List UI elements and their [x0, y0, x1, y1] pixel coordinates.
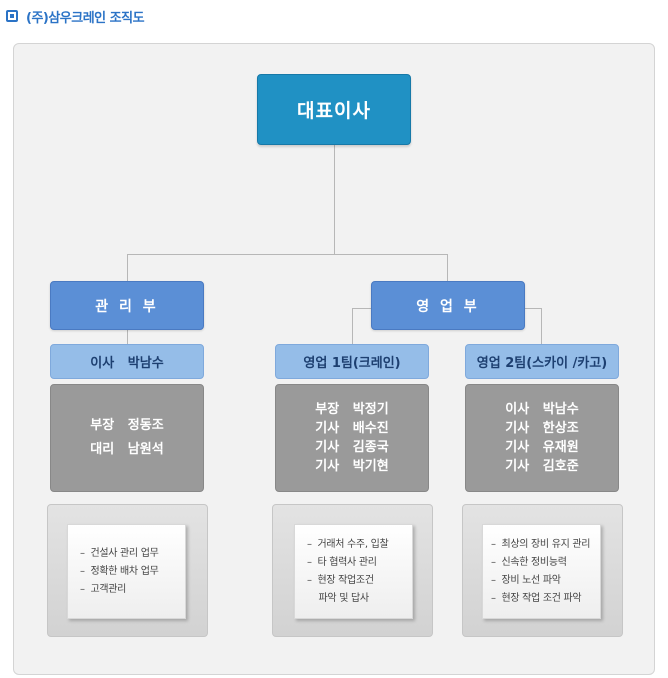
connector-ceo-down	[334, 145, 335, 254]
duty-item: – 신속한 정비능력	[491, 556, 567, 568]
staff-member: 부장 정동조	[90, 418, 164, 433]
sales-team2-head-box: 영업 2팀(스카이 /카고)	[465, 344, 619, 379]
staff-member: 기사 김호준	[505, 459, 579, 474]
connector-admin-down	[127, 254, 128, 281]
ceo-box: 대표이사	[257, 74, 411, 145]
staff-member: 기사 유재원	[505, 440, 579, 455]
page-title: (주)삼우크레인 조직도	[26, 10, 145, 26]
duty-item: – 거래처 수주, 입찰	[307, 538, 389, 550]
sales-team2-duty-card: – 최상의 장비 유지 관리 – 신속한 정비능력 – 장비 노선 파악 – 현…	[482, 524, 601, 619]
admin-duty-card: – 건설사 관리 업무 – 정확한 배차 업무 – 고객관리	[67, 524, 186, 619]
staff-member: 대리 남원석	[90, 442, 164, 457]
connector-top-horizontal	[127, 254, 448, 255]
staff-member: 부장 박정기	[315, 402, 389, 417]
duty-item: – 현장 작업 조건 파악	[491, 592, 582, 604]
sales-team2-staff-box: 이사 박남수 기사 한상조 기사 유재원 기사 김호준	[465, 384, 619, 492]
duty-item: – 타 협력사 관리	[307, 556, 377, 568]
checkbox-square-icon	[6, 10, 18, 22]
duty-item: – 건설사 관리 업무	[80, 547, 159, 559]
connector-admin-head	[127, 330, 128, 344]
sales-team1-head-box: 영업 1팀(크레인)	[275, 344, 429, 379]
sales-team1-duty-card: – 거래처 수주, 입찰 – 타 협력사 관리 – 현장 작업조건 파악 및 답…	[294, 524, 413, 619]
sales-team1-staff-box: 부장 박정기 기사 배수진 기사 김종국 기사 박기현	[275, 384, 429, 492]
connector-team2-down	[541, 308, 542, 344]
connector-team1-down	[352, 308, 353, 344]
staff-member: 기사 한상조	[505, 421, 579, 436]
staff-member: 기사 박기현	[315, 459, 389, 474]
dept-sales-box: 영 업 부	[371, 281, 525, 330]
duty-item: – 고객관리	[80, 583, 127, 595]
staff-member: 기사 김종국	[315, 440, 389, 455]
page-header: (주)삼우크레인 조직도	[6, 6, 145, 26]
staff-member: 이사 박남수	[505, 402, 579, 417]
duty-item: – 최상의 장비 유지 관리	[491, 538, 591, 550]
duty-item: 파악 및 답사	[307, 592, 370, 604]
duty-item: – 정확한 배차 업무	[80, 565, 159, 577]
staff-member: 기사 배수진	[315, 421, 389, 436]
duty-item: – 장비 노선 파악	[491, 574, 561, 586]
admin-head-box: 이사 박남수	[50, 344, 204, 379]
dept-admin-box: 관 리 부	[50, 281, 204, 330]
duty-item: – 현장 작업조건	[307, 574, 374, 586]
admin-staff-box: 부장 정동조 대리 남원석	[50, 384, 204, 492]
connector-sales-down	[447, 254, 448, 281]
